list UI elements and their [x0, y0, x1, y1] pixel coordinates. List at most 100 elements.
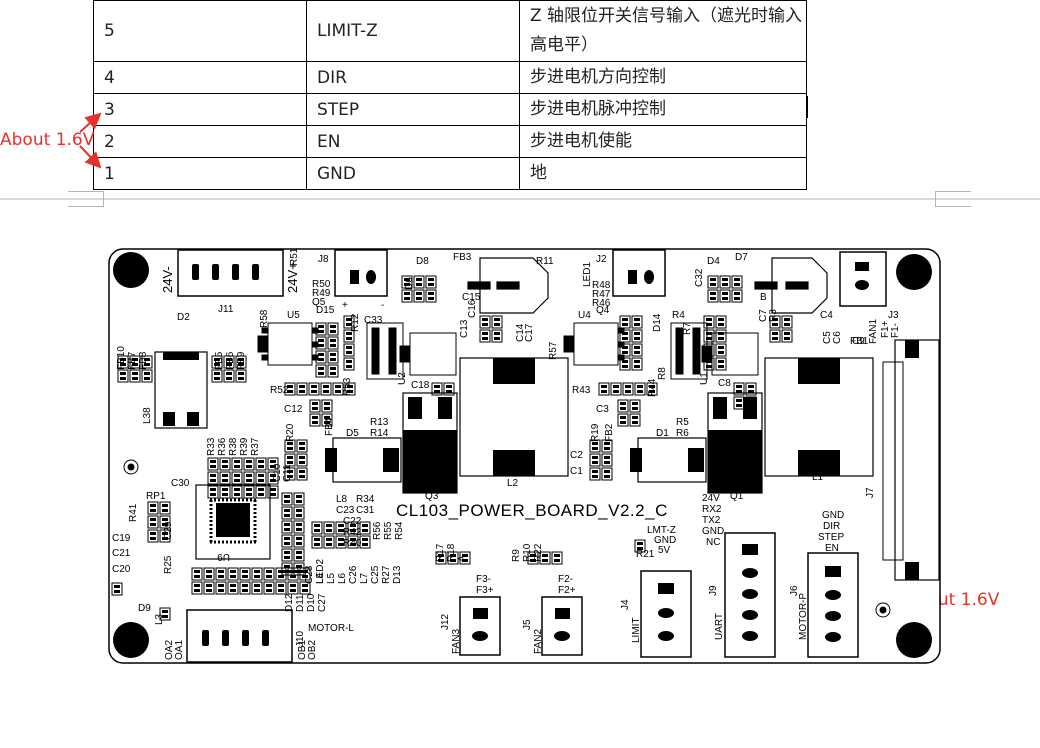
- smd-pad-outline: [598, 382, 610, 396]
- label-fan2: FAN2: [533, 629, 544, 654]
- refdes-label: R21: [636, 549, 655, 560]
- smd-pad-outline: [211, 369, 223, 383]
- smd-pad: [222, 479, 228, 482]
- smd-pad-outline: [281, 548, 293, 562]
- smd-pad-outline: [769, 315, 781, 329]
- label-j5: J5: [522, 619, 533, 630]
- label-fan3: FAN3: [451, 629, 462, 654]
- refdes-label: C17: [524, 323, 535, 342]
- smd-pad: [210, 488, 216, 491]
- pin-name: EN: [306, 125, 520, 158]
- smd-pad: [428, 283, 434, 286]
- smd-pad: [258, 493, 264, 496]
- label-j8: J8: [318, 254, 329, 265]
- smd-pad-outline: [733, 382, 745, 396]
- smd-pad: [234, 479, 240, 482]
- smd-pad: [290, 589, 296, 592]
- smd-pad: [625, 385, 631, 388]
- smd-pad-outline: [141, 355, 153, 369]
- smd-pads: [111, 275, 793, 621]
- smd-pad: [238, 372, 244, 375]
- smd-pad: [150, 523, 156, 526]
- smd-pad: [194, 584, 200, 587]
- smd-pad: [622, 360, 628, 363]
- smd-pad: [246, 479, 252, 482]
- smd-pad-outline: [281, 520, 293, 534]
- margin-mark: [935, 191, 971, 192]
- refdes-label: D14: [652, 313, 663, 332]
- smd-pad: [299, 470, 305, 473]
- smd-pad: [230, 575, 236, 578]
- smd-pad-outline: [323, 535, 335, 549]
- smd-pad-outline: [703, 329, 715, 343]
- smd-pad: [162, 610, 168, 613]
- smd-pad: [706, 332, 712, 335]
- smd-pad: [734, 292, 740, 295]
- smd-pad: [242, 575, 248, 578]
- smd-pad: [287, 456, 293, 459]
- smd-pad: [324, 407, 330, 410]
- smd-pad: [206, 584, 212, 587]
- smd-pad: [296, 514, 302, 517]
- smd-pad: [234, 493, 240, 496]
- smd-pad-outline: [719, 275, 731, 289]
- smd-pad: [290, 570, 296, 573]
- smd-pad: [338, 538, 344, 541]
- smd-pad: [230, 584, 236, 587]
- smd-pad-outline: [631, 357, 643, 371]
- smd-pad: [416, 292, 422, 295]
- smd-pad-outline: [299, 567, 311, 581]
- label-j6-dir: DIR: [823, 521, 840, 532]
- label-oa2: OA2: [164, 640, 175, 660]
- label-f1-pos: F1+: [880, 320, 891, 338]
- smd-pad-outline: [284, 439, 296, 453]
- refdes-label: R50: [312, 279, 331, 290]
- smd-pad: [637, 547, 643, 550]
- smd-pad: [144, 372, 150, 375]
- label-j9-rx2: RX2: [702, 504, 722, 515]
- connector-j7: J7: [865, 339, 940, 581]
- smd-pad: [162, 523, 168, 526]
- smd-pad: [318, 330, 324, 333]
- smd-pad: [132, 372, 138, 375]
- smd-pad-outline: [733, 396, 745, 410]
- refdes-label: FB7: [127, 351, 138, 370]
- smd-pad: [346, 351, 352, 354]
- connector-j12: J12 FAN3 F3- F3+: [440, 574, 501, 656]
- smd-pad: [318, 372, 324, 375]
- smd-pad: [222, 465, 228, 468]
- smd-pad: [330, 358, 336, 361]
- smd-pad: [194, 589, 200, 592]
- refdes-label: R38: [228, 437, 239, 456]
- smd-pad: [287, 475, 293, 478]
- smd-pad: [592, 442, 598, 445]
- smd-pad: [278, 570, 284, 573]
- smd-pad: [242, 584, 248, 587]
- smd-pad: [318, 367, 324, 370]
- smd-pad: [634, 346, 640, 349]
- connector-j10: J10 MOTOR-L OA2 OA1 OB1 OB2: [164, 609, 354, 663]
- table-row: 5 LIMIT-Z Z 轴限位开关信号输入（遮光时输入高电平）: [93, 0, 807, 62]
- refdes-label: D13: [392, 565, 403, 584]
- smd-pad: [234, 488, 240, 491]
- smd-pad: [346, 332, 352, 335]
- smd-pad: [284, 542, 290, 545]
- smd-pad: [604, 447, 610, 450]
- smd-pad: [494, 337, 500, 340]
- smd-pad: [326, 538, 332, 541]
- smd-pad: [270, 488, 276, 491]
- smd-pad: [784, 318, 790, 321]
- smd-pad-outline: [211, 355, 223, 369]
- smd-pad-outline: [589, 467, 601, 481]
- smd-pad: [346, 365, 352, 368]
- smd-pad: [150, 532, 156, 535]
- smd-pad: [462, 559, 468, 562]
- smd-pad-outline: [281, 506, 293, 520]
- refdes-label: FB1: [850, 336, 869, 347]
- smd-pad: [706, 323, 712, 326]
- smd-pad: [114, 590, 120, 593]
- smd-pad-outline: [413, 289, 425, 303]
- smd-pad: [210, 465, 216, 468]
- refdes-label: R17: [435, 543, 446, 562]
- refdes-label: L4: [315, 572, 326, 584]
